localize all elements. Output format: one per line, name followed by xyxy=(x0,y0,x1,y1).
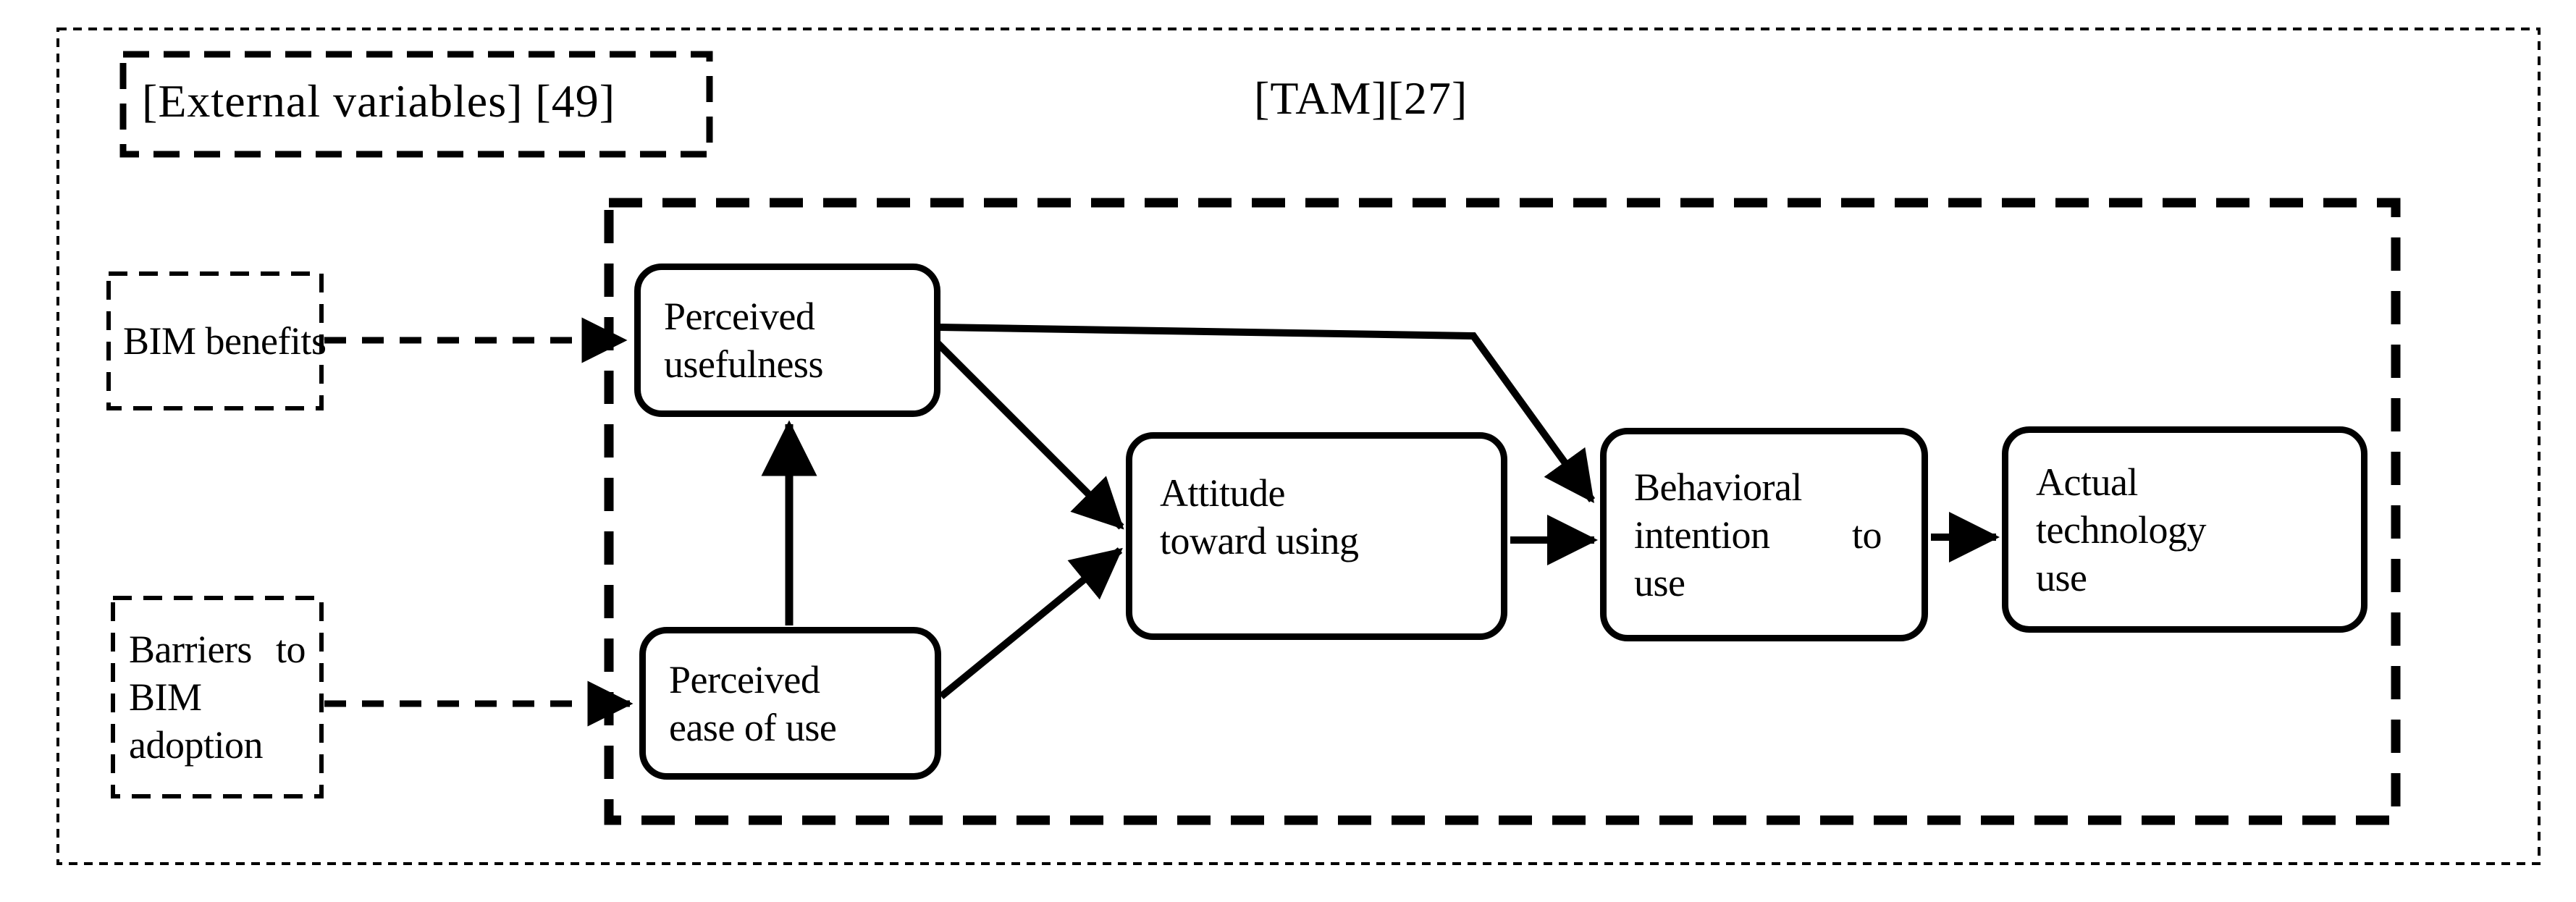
bim-benefits-label: BIM benefits xyxy=(123,319,327,363)
bim-benefits-box: BIM benefits xyxy=(109,274,327,408)
tam-label: [TAM][27] xyxy=(1254,72,1468,124)
barriers-line2: BIM xyxy=(129,675,202,719)
behavioral-line2: intention to xyxy=(1634,511,1882,559)
barriers-line1: Barriers to xyxy=(129,625,306,673)
perceived-ease-of-use-box: Perceived ease of use xyxy=(639,627,941,780)
actual-technology-use-box: Actual technology use xyxy=(2002,426,2367,633)
behavioral-line3: use xyxy=(1634,560,1685,604)
barriers-line3: adoption xyxy=(129,723,263,767)
arrow-perceived-usefulness-to-attitude xyxy=(935,340,1124,530)
perceived-usefulness-box: Perceived usefulness xyxy=(634,264,940,417)
external-variables-label: [External variables] [49] xyxy=(142,75,616,127)
behavioral-line2-left: intention xyxy=(1634,513,1770,557)
actual-use-line2: technology xyxy=(2036,507,2206,552)
barriers-to-bim-adoption-box: Barriers to BIM adoption xyxy=(113,598,321,796)
perceived-ease-line1: Perceived xyxy=(669,657,820,701)
behavioral-intention-box: Behavioral intention to use xyxy=(1600,428,1928,641)
arrow-perceived-ease-to-attitude xyxy=(938,547,1123,699)
attitude-line2: toward using xyxy=(1160,519,1359,562)
actual-use-line3: use xyxy=(2036,555,2087,599)
attitude-line1: Attitude xyxy=(1160,471,1285,515)
barriers-line1-left: Barriers xyxy=(129,628,252,671)
behavioral-line1: Behavioral xyxy=(1634,465,1802,509)
behavioral-line2-right: to xyxy=(1851,513,1882,557)
perceived-usefulness-line1: Perceived xyxy=(664,295,815,338)
actual-use-line1: Actual xyxy=(2036,460,2138,504)
perceived-usefulness-line2: usefulness xyxy=(664,342,823,386)
barriers-line1-right: to xyxy=(275,628,306,671)
attitude-toward-using-box: Attitude toward using xyxy=(1126,432,1507,640)
perceived-ease-line2: ease of use xyxy=(669,705,837,749)
